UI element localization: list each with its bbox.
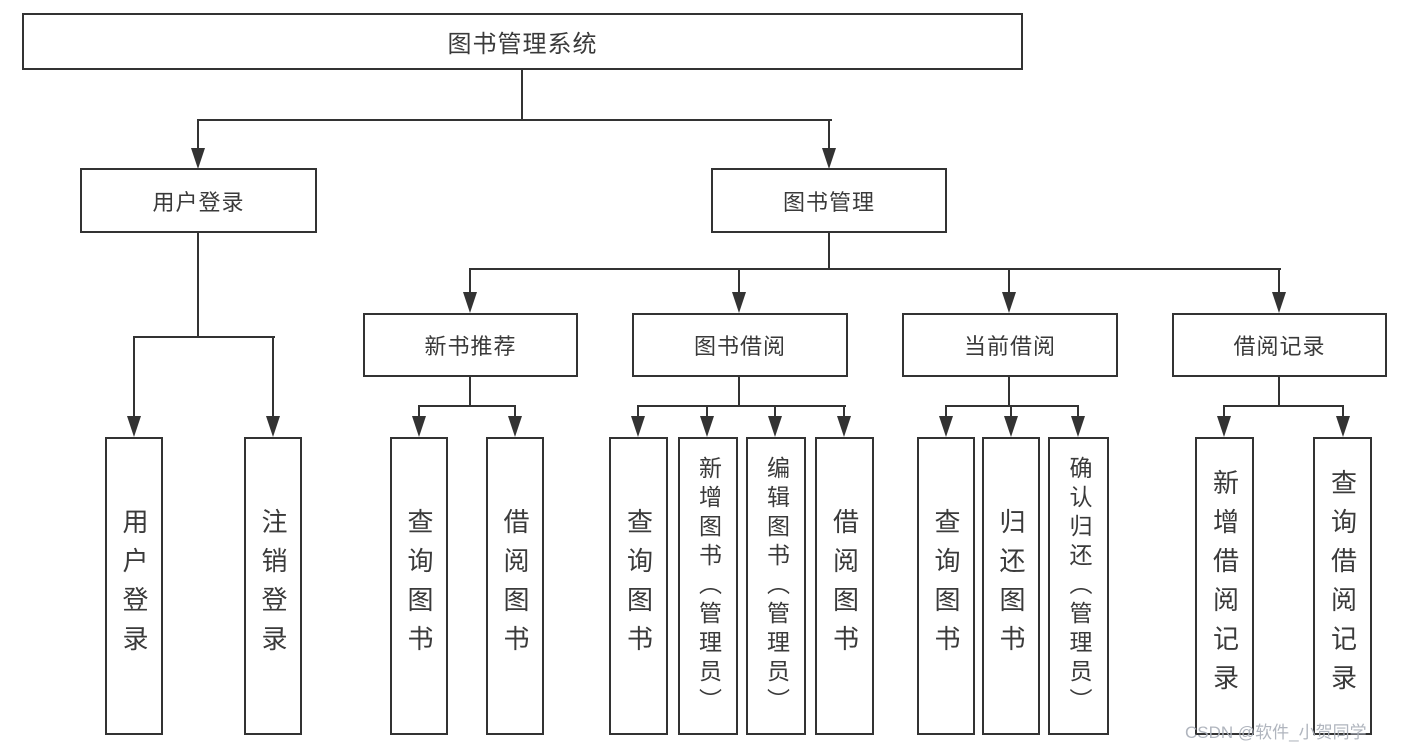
connector-line xyxy=(469,268,1281,270)
arrow-down-icon xyxy=(1272,292,1286,313)
connector-line xyxy=(738,268,740,295)
node-book-borrow: 图书借阅 xyxy=(632,313,848,377)
arrow-down-icon xyxy=(266,416,280,437)
leaf-record-query-label: 查询借阅记录 xyxy=(1327,469,1358,703)
leaf-record-add: 新增借阅记录 xyxy=(1195,437,1254,735)
node-current-borrow-label: 当前借阅 xyxy=(963,334,1056,359)
connector-line xyxy=(706,405,708,418)
connector-line xyxy=(1342,405,1344,418)
connector-line xyxy=(197,233,199,337)
connector-line xyxy=(1008,268,1010,295)
node-borrow-records: 借阅记录 xyxy=(1172,313,1387,377)
leaf-borrow-edit-books-label: 编辑图书（管理员） xyxy=(763,455,790,717)
connector-line xyxy=(843,405,845,418)
node-user-login-label: 用户登录 xyxy=(152,189,245,215)
connector-line xyxy=(469,377,471,407)
connector-line xyxy=(1223,405,1225,418)
leaf-rec-borrow-books: 借阅图书 xyxy=(486,437,544,735)
arrow-down-icon xyxy=(1336,416,1350,437)
connector-line xyxy=(197,119,199,150)
connector-line xyxy=(418,405,420,418)
connector-line xyxy=(1278,268,1280,295)
arrow-down-icon xyxy=(127,416,141,437)
connector-line xyxy=(828,119,830,150)
leaf-logout-label: 注销登录 xyxy=(258,508,288,664)
arrow-down-icon xyxy=(837,416,851,437)
arrow-down-icon xyxy=(1071,416,1085,437)
node-user-login: 用户登录 xyxy=(80,168,317,233)
connector-line xyxy=(514,405,516,418)
leaf-current-confirm-return-label: 确认归还（管理员） xyxy=(1066,455,1092,717)
leaf-rec-query-books-label: 查询图书 xyxy=(404,508,434,664)
arrow-down-icon xyxy=(1002,292,1016,313)
connector-line xyxy=(469,268,471,295)
connector-line xyxy=(197,119,832,121)
connector-line xyxy=(637,405,846,407)
node-book-management: 图书管理 xyxy=(711,168,947,233)
connector-line xyxy=(418,405,516,407)
connector-line xyxy=(1008,377,1010,407)
leaf-user-login: 用户登录 xyxy=(105,437,163,735)
connector-line xyxy=(133,336,135,418)
connector-line xyxy=(1278,377,1280,407)
leaf-record-query: 查询借阅记录 xyxy=(1313,437,1372,735)
connector-line xyxy=(738,377,740,407)
leaf-rec-query-books: 查询图书 xyxy=(390,437,448,735)
arrow-down-icon xyxy=(1217,416,1231,437)
leaf-current-query-books: 查询图书 xyxy=(917,437,975,735)
arrow-down-icon xyxy=(631,416,645,437)
connector-line xyxy=(521,69,523,120)
node-new-book-recommend-label: 新书推荐 xyxy=(424,334,517,359)
connector-line xyxy=(945,405,1079,407)
node-borrow-records-label: 借阅记录 xyxy=(1233,334,1326,359)
leaf-borrow-query-books: 查询图书 xyxy=(609,437,668,735)
connector-line xyxy=(1010,405,1012,418)
root-node-library-system: 图书管理系统 xyxy=(22,13,1023,70)
arrow-down-icon xyxy=(508,416,522,437)
connector-line xyxy=(1077,405,1079,418)
arrow-down-icon xyxy=(1004,416,1018,437)
leaf-borrow-query-books-label: 查询图书 xyxy=(623,508,654,664)
arrow-down-icon xyxy=(939,416,953,437)
node-current-borrow: 当前借阅 xyxy=(902,313,1118,377)
leaf-current-query-books-label: 查询图书 xyxy=(931,508,961,664)
arrow-down-icon xyxy=(700,416,714,437)
leaf-user-login-label: 用户登录 xyxy=(119,508,149,664)
node-new-book-recommend: 新书推荐 xyxy=(363,313,578,377)
connector-line xyxy=(828,233,830,270)
connector-line xyxy=(1223,405,1344,407)
leaf-current-confirm-return: 确认归还（管理员） xyxy=(1048,437,1109,735)
leaf-record-add-label: 新增借阅记录 xyxy=(1209,469,1240,703)
node-book-borrow-label: 图书借阅 xyxy=(693,334,786,359)
connector-line xyxy=(133,336,275,338)
leaf-borrow-add-books-label: 新增图书（管理员） xyxy=(695,455,722,717)
leaf-rec-borrow-books-label: 借阅图书 xyxy=(500,508,530,664)
arrow-down-icon xyxy=(412,416,426,437)
connector-line xyxy=(272,336,274,418)
arrow-down-icon xyxy=(732,292,746,313)
leaf-borrow-borrow-books-label: 借阅图书 xyxy=(829,508,860,664)
connector-line xyxy=(637,405,639,418)
connector-line xyxy=(774,405,776,418)
arrow-down-icon xyxy=(191,148,205,169)
leaf-borrow-borrow-books: 借阅图书 xyxy=(815,437,874,735)
leaf-borrow-add-books: 新增图书（管理员） xyxy=(678,437,738,735)
node-book-management-label: 图书管理 xyxy=(782,189,875,215)
leaf-current-return-books-label: 归还图书 xyxy=(996,508,1026,664)
root-node-label: 图书管理系统 xyxy=(447,31,598,58)
arrow-down-icon xyxy=(822,148,836,169)
leaf-current-return-books: 归还图书 xyxy=(982,437,1040,735)
arrow-down-icon xyxy=(768,416,782,437)
leaf-logout: 注销登录 xyxy=(244,437,302,735)
arrow-down-icon xyxy=(463,292,477,313)
connector-line xyxy=(945,405,947,418)
csdn-watermark: CSDN @软件_小贺同学 xyxy=(1185,723,1367,742)
leaf-borrow-edit-books: 编辑图书（管理员） xyxy=(746,437,806,735)
